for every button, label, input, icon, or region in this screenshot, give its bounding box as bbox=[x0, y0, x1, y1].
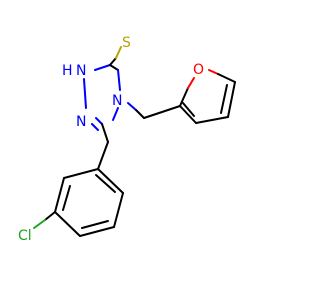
chlorine-label: Cl bbox=[18, 228, 32, 244]
bond-n4-ch2-b bbox=[135, 109, 145, 119]
n2-nitrogen-label: N bbox=[76, 114, 86, 130]
bond-c-cl-b bbox=[33, 219, 46, 229]
bond-c5-n4 bbox=[112, 107, 119, 121]
bond-ph-2-3-double bbox=[62, 185, 71, 211]
bond-ph-5-6 bbox=[113, 192, 124, 228]
bond-n2-c5-double bbox=[91, 123, 99, 131]
bond-triazole-phenyl bbox=[97, 141, 109, 170]
bond-n1-c3 bbox=[94, 64, 111, 71]
bond-furan-o-c5-a bbox=[208, 69, 219, 75]
bond-c3-s-a bbox=[109, 57, 117, 66]
bond-ph-4-5 bbox=[79, 226, 115, 237]
bond-n2-c5 bbox=[95, 117, 103, 125]
bond-n4-ch2-a bbox=[127, 102, 137, 111]
bond-ph-6-1-double bbox=[95, 174, 116, 193]
bond-c3-n4a bbox=[109, 64, 119, 71]
bond-furan-c2-o-b bbox=[187, 77, 195, 89]
bond-ph-6-1 bbox=[97, 168, 124, 194]
bond-c3-n4b bbox=[117, 69, 121, 91]
n1-hydrogen-label: H bbox=[62, 63, 73, 79]
furan-oxygen-label: O bbox=[193, 62, 204, 78]
bond-furan-o-c5-b bbox=[217, 73, 236, 83]
bond-furan-c2-o-a bbox=[179, 87, 189, 107]
molecule-structure: S H N N N O Cl bbox=[18, 35, 236, 244]
bond-furan-c3-c2-double bbox=[182, 102, 195, 117]
thione-sulfur-label: S bbox=[122, 35, 131, 51]
bond-c3-s-b bbox=[115, 46, 122, 59]
bond-c5-link bbox=[101, 123, 109, 143]
bond-furan-c5-c4-double bbox=[220, 84, 228, 114]
bond-furan-c5-c4 bbox=[227, 81, 236, 118]
n1-nitrogen-label: N bbox=[76, 63, 86, 79]
bond-furan-c4-c3 bbox=[195, 116, 229, 124]
bond-c-cl-a bbox=[44, 211, 56, 221]
structure-drawing: S H N N N O Cl bbox=[18, 35, 236, 244]
bond-n1-n2 bbox=[83, 78, 87, 109]
bond-furan-c3-c2 bbox=[179, 105, 197, 124]
n4-nitrogen-label: N bbox=[112, 93, 122, 109]
bond-ph-2-3 bbox=[54, 177, 65, 213]
bond-ph-3-4 bbox=[54, 211, 81, 237]
bond-ph-4-5-double bbox=[81, 220, 109, 229]
bond-ch2-furan bbox=[143, 105, 181, 119]
bond-ph-1-2 bbox=[63, 168, 99, 179]
